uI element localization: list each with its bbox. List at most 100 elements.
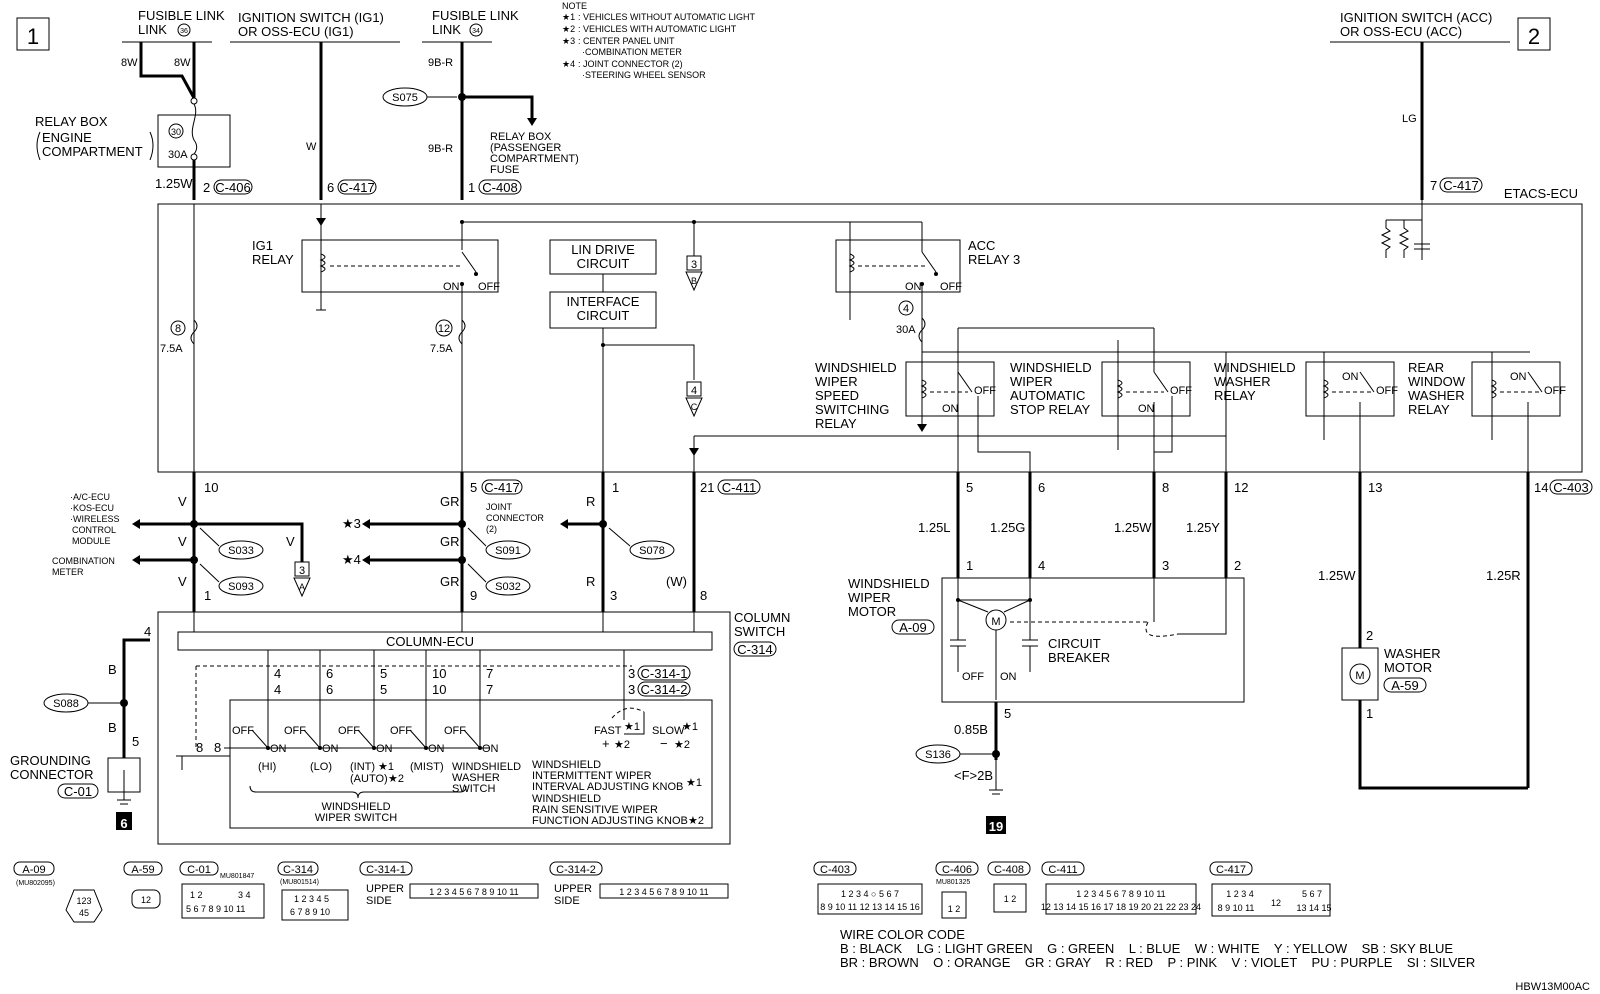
note-1: : VEHICLES WITHOUT AUTOMATIC LIGHT [578,12,756,22]
internal-wire [957,599,989,613]
ig-switch-label-2: OR OSS-ECU (IG1) [238,24,354,39]
connector-tag [1549,479,1593,495]
connector-a59: A-59 [1391,678,1418,693]
svg-text:ON: ON [482,743,499,755]
relay-coil [319,253,326,273]
fuse-12: 12 [438,323,450,335]
internal-wire [1154,396,1173,453]
fuse-number-circle [435,319,453,337]
auto-on: ON [1138,403,1155,415]
svg-text:★2: ★2 [388,773,404,785]
diagram-code: HBW13M00AC [1515,981,1590,993]
etacs-ecu-box [157,203,1583,473]
wire-1-25r: 1.25R [1486,568,1521,583]
splice-s033 [218,540,264,560]
washer-motor-pin-1: 1 [1366,706,1373,721]
rear-on: ON [1510,371,1527,383]
knob1-label-3: INTERVAL ADJUSTING KNOB [532,781,683,793]
svg-text:OFF: OFF [390,725,412,737]
splice-s075-label: S075 [392,92,418,104]
svg-text:C-417: C-417 [1216,864,1246,876]
svg-text:(INT): (INT) [350,761,375,773]
svg-text:(HI): (HI) [258,761,276,773]
note-4a: : JOINT CONNECTOR (2) [578,59,683,69]
svg-text:C-403: C-403 [820,864,850,876]
pin-cs8b: 8 [214,740,221,755]
page-mark-left: 1 [27,24,39,49]
svg-text:10: 10 [432,666,446,681]
svg-text:RELAY: RELAY [815,416,857,431]
ref-arrow [685,271,703,292]
washer-off: OFF [1376,385,1398,397]
connector-legend: A-09 (MU802095) 123 45 A-59 12 C-01 MU80… [13,861,1332,923]
internal-wire [1178,578,1227,635]
wire-0-85b: 0.85B [954,722,988,737]
knob-star-2a: ★2 [614,739,630,751]
rear-washer-relay-label: REAR WINDOW WASHER RELAY [1408,360,1466,417]
svg-text:MU801847: MU801847 [220,873,254,880]
motor-pin-1: 1 [966,558,973,573]
knob2-label-1: WINDSHIELD [532,793,601,805]
arrow [132,555,140,565]
svg-text:8 9 10 11: 8 9 10 11 [1218,903,1255,913]
acc-relay-label-2: RELAY 3 [968,252,1020,267]
column-switch-label: COLUMN [734,610,790,625]
fuse-amp: 30A [168,149,188,161]
fuse-terminal [190,97,198,105]
splice-s032 [485,576,531,596]
svg-text:OFF: OFF [284,725,306,737]
column-switch-box [157,611,731,845]
fusible-link-36-label-2: LINK [138,22,167,37]
acc-switch-label-2: OR OSS-ECU (ACC) [1340,24,1462,39]
svg-text:WASHER: WASHER [1214,374,1271,389]
speed-switching-relay-box [905,361,995,417]
connector-tag [481,479,523,495]
circuit-breaker-label: CIRCUIT [1048,636,1101,651]
svg-text:UPPER: UPPER [366,883,404,895]
ref-arrow [685,397,703,418]
svg-text:6: 6 [326,666,333,681]
connector-tag [891,619,935,635]
knob1-star: ★1 [686,777,702,789]
fuse-4: 4 [903,303,909,315]
svg-text:12 13 14 15 16 17 18 19 20 21: 12 13 14 15 16 17 18 19 20 21 22 23 24 [1041,902,1201,912]
wire-1-25g: 1.25G [990,520,1025,535]
relay-coil [848,253,855,273]
connector-tag [637,681,691,697]
motor-pin-4: 4 [1038,558,1045,573]
wire [462,95,534,118]
switch-column-washer: 7 7 OFF ON WINDSHIELD WASHER SWITCH [444,650,521,795]
fusible-link-36-number: 36 [180,28,188,35]
pin-6b: 6 [1038,480,1045,495]
knob-fast: FAST [594,725,622,737]
joint-connector-2: CONNECTOR [486,513,544,523]
svg-text:STOP RELAY: STOP RELAY [1010,402,1091,417]
svg-text:ON: ON [322,743,339,755]
pin-10: 10 [204,480,218,495]
column-ecu-label: COLUMN-ECU [386,634,474,649]
pin-1c: 1 [204,588,211,603]
svg-text:ON: ON [270,743,287,755]
internal-wire [977,396,1031,472]
svg-text:ON: ON [376,743,393,755]
wire-9br-a: 9B-R [428,57,453,69]
splice-dot [458,556,466,564]
dest-meter: METER [52,567,84,577]
ig1-on: ON [443,281,460,293]
svg-text:4: 4 [274,666,281,681]
dest-wireless: ·WIRELESS [70,514,120,524]
svg-text:WINDSHIELD: WINDSHIELD [1214,360,1296,375]
splice-leader [467,563,487,583]
svg-text:WINDSHIELD: WINDSHIELD [815,360,897,375]
note-1-mark: ★1 [562,12,575,22]
acc-switch-label: IGNITION SWITCH (ACC) [1340,10,1492,25]
splice-s033-label: S033 [228,545,254,557]
note-3b: ·COMBINATION METER [582,47,682,57]
fusible-link-36-circle [177,23,191,37]
washer-relay-box [1305,361,1395,417]
relay-box-engine-label-2: ENGINE [42,130,92,145]
wiper-switch-label: WINDSHIELD [321,801,390,813]
fusible-link-34-number: 34 [472,28,480,35]
fuse-12-amp: 7.5A [430,343,453,355]
wire-9br-b: 9B-R [428,143,453,155]
